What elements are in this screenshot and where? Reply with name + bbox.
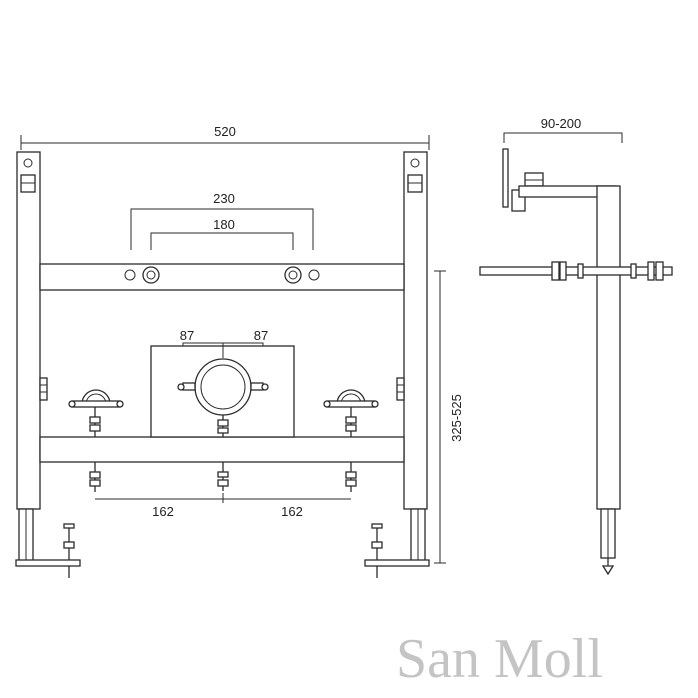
dimension-inner-pipe-spacing: 180: [150, 217, 294, 250]
brand-watermark: San Moll: [396, 628, 603, 690]
dimension-label-height-range: 325-525: [449, 394, 464, 442]
dimension-overall-width: 520: [20, 124, 430, 150]
dimension-label-outer-pipe-spacing: 230: [213, 191, 235, 206]
left-upright-post: [15, 151, 81, 578]
left-pipe-clamp: [68, 389, 124, 492]
dimension-height-range: 325-525: [434, 270, 464, 564]
dimension-label-right-half-center: 87: [254, 328, 268, 343]
dimension-label-left-half-center: 87: [180, 328, 194, 343]
side-upright-post: [596, 185, 621, 576]
upper-crossbar: [39, 263, 405, 291]
dimension-label-left-bolt-spacing: 162: [152, 504, 174, 519]
dimension-half-centers: 87 87: [180, 328, 268, 358]
right-pipe-clamp: [323, 389, 379, 492]
side-view: 90-200: [479, 116, 673, 576]
dimension-label-overall-width: 520: [214, 124, 236, 139]
front-view: 520 230 180: [15, 124, 464, 578]
dimension-label-inner-pipe-spacing: 180: [213, 217, 235, 232]
right-upright-post: [364, 151, 430, 578]
side-threaded-rod: [479, 261, 673, 281]
lower-crossbar: [39, 436, 405, 463]
dimension-bolt-spacing: 162 162: [95, 493, 351, 519]
side-top-bracket: [502, 148, 617, 212]
dimension-outer-pipe-spacing: 230: [130, 191, 314, 250]
dimension-label-wall-offset: 90-200: [541, 116, 581, 131]
dimension-label-right-bolt-spacing: 162: [281, 504, 303, 519]
center-pipe-clamp: [177, 358, 269, 491]
dimension-wall-offset: 90-200: [503, 116, 623, 143]
